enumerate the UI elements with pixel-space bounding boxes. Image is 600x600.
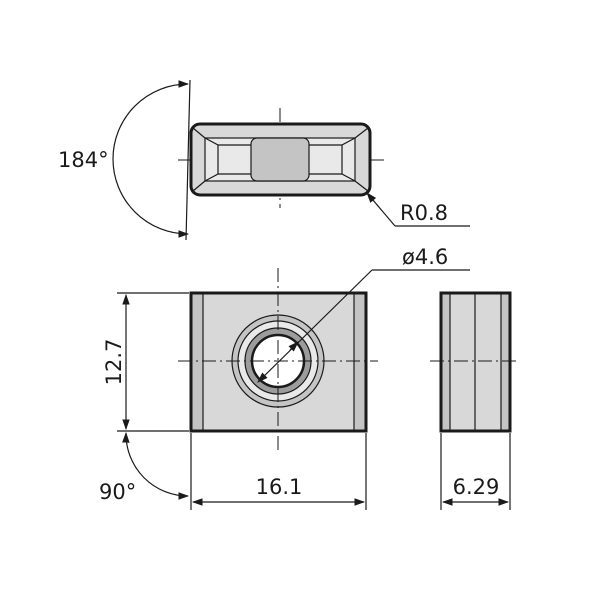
- angle-90-arc: [122, 431, 190, 500]
- diameter-leader-arrow: [288, 341, 299, 352]
- angle-184-arc: [112, 80, 190, 238]
- chamfer-line: [192, 127, 206, 139]
- chamfer-line: [354, 127, 369, 139]
- top-view-outline: [189, 122, 372, 197]
- front-view-outline: [189, 291, 368, 433]
- side-view: 6.29: [430, 291, 520, 510]
- top-view-hole-boss: [250, 137, 310, 182]
- front-view-left-band: [191, 293, 203, 431]
- hole-diameter-label: ø4.6: [402, 245, 448, 269]
- chamfer-line: [354, 180, 369, 192]
- height-label: 12.7: [102, 339, 126, 386]
- radius-leader: [366, 192, 396, 227]
- length-label: 16.1: [256, 475, 303, 499]
- thickness-label: 6.29: [453, 475, 500, 499]
- side-view-right-band: [501, 293, 510, 431]
- side-bevel: [341, 137, 356, 182]
- front-view: ø4.6 12.7 90° 16.1: [99, 245, 470, 510]
- diameter-leader: [257, 269, 373, 383]
- chamfer-line: [192, 180, 206, 192]
- side-view-left-band: [441, 293, 450, 431]
- side-bevel: [204, 137, 219, 182]
- front-view-right-band: [354, 293, 366, 431]
- side-view-outline: [439, 291, 512, 433]
- angle-90-label: 90°: [99, 480, 136, 504]
- top-view: 184° R0.8: [58, 79, 470, 241]
- angle-184-label: 184°: [58, 148, 109, 172]
- corner-radius-label: R0.8: [400, 201, 448, 225]
